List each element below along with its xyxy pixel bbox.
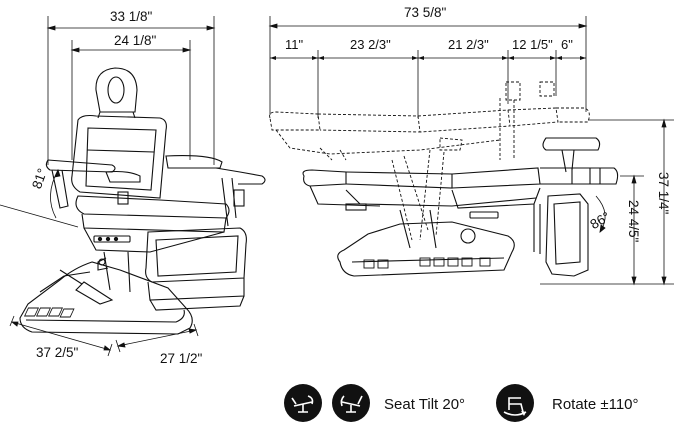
front-width-seat-label: 24 1/8"	[114, 33, 157, 48]
segment-label-5: 6"	[561, 37, 573, 52]
base-length-label: 37 2/5"	[36, 345, 79, 360]
front-base-dimension	[9, 315, 199, 357]
seat-tilt-back-icon	[284, 384, 322, 422]
side-height-total-label: 37 1/4"	[656, 172, 671, 215]
front-chair	[19, 67, 266, 335]
leg-angle-arc	[595, 195, 606, 233]
seat-tilt-label: Seat Tilt 20°	[384, 396, 466, 413]
segment-label-4: 12 1/5"	[512, 37, 553, 52]
front-width-dimension	[46, 16, 216, 165]
seat-tilt-forward-icon	[332, 384, 370, 422]
side-reclined-outline	[269, 81, 590, 241]
side-height-seat-label: 24 4/5"	[626, 200, 641, 243]
side-total-length-label: 73 5/8"	[404, 5, 447, 20]
segment-label-2: 23 2/3"	[350, 37, 391, 52]
segment-label-3: 21 2/3"	[448, 37, 489, 52]
side-length-dimension	[268, 16, 588, 118]
base-width-label: 27 1/2"	[160, 351, 203, 366]
segment-label-1: 11"	[285, 37, 304, 52]
side-height-dimension	[540, 118, 674, 286]
backrest-angle-arc	[0, 168, 79, 228]
side-chair	[302, 137, 619, 277]
front-width-overall-label: 33 1/8"	[110, 9, 153, 24]
rotate-label: Rotate ±110°	[552, 396, 639, 413]
rotate-icon	[496, 384, 534, 422]
